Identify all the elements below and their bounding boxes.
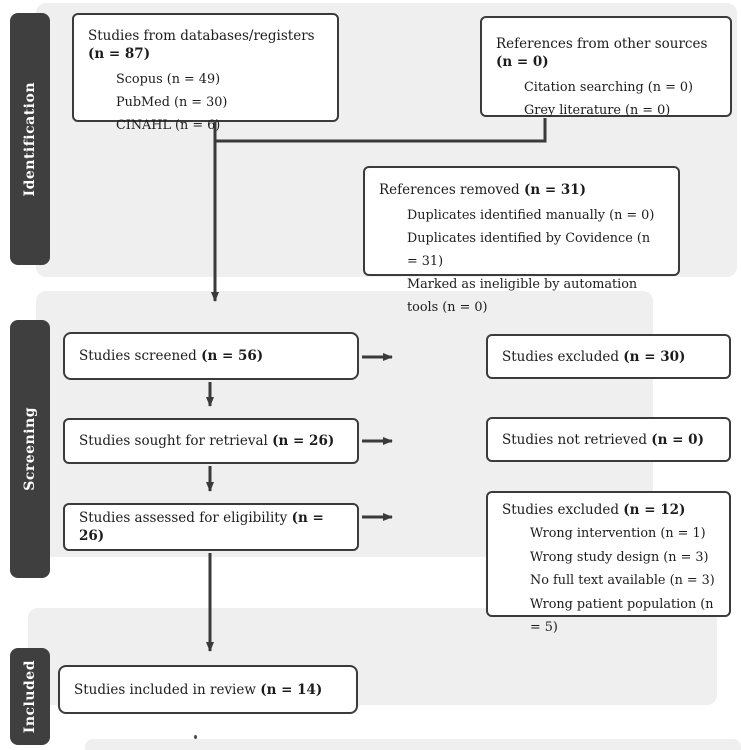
box-references-removed-title: References removed (n = 31) xyxy=(379,181,664,199)
sidebar-included-label: Included xyxy=(22,659,38,734)
box-assessed-count: (n = 26) xyxy=(79,510,324,544)
box-excluded-eligibility-title-text: Studies excluded xyxy=(502,502,619,518)
box-databases-item: Scopus (n = 49) xyxy=(116,72,221,87)
box-excluded-screening-title: Studies excluded (n = 30) xyxy=(502,348,685,366)
box-assessed-title-text: Studies assessed for eligibility xyxy=(79,510,288,526)
box-references-removed-item: Duplicates identified by Covidence (n = … xyxy=(407,231,651,269)
box-other-sources-title: References from other sources (n = 0) xyxy=(496,35,716,71)
box-excluded-eligibility: Studies excluded (n = 12) Wrong interven… xyxy=(486,491,731,635)
box-included-review-title: Studies included in review (n = 14) xyxy=(74,681,322,699)
box-references-removed-item: Marked as ineligible by automation tools… xyxy=(407,277,638,315)
box-excluded-screening-title-text: Studies excluded xyxy=(502,348,619,365)
box-databases: Studies from databases/registers (n = 87… xyxy=(72,13,339,133)
box-databases-item: PubMed (n = 30) xyxy=(116,95,228,110)
box-other-sources-title-text: References from other sources xyxy=(496,36,708,52)
box-not-retrieved-title-text: Studies not retrieved xyxy=(502,431,647,448)
box-included-review-title-text: Studies included in review xyxy=(74,681,256,698)
box-sought-count: (n = 26) xyxy=(272,433,335,449)
box-other-sources: References from other sources (n = 0) Ci… xyxy=(480,16,732,118)
box-excluded-eligibility-item: Wrong study design (n = 3) xyxy=(530,549,709,565)
box-other-sources-item: Citation searching (n = 0) xyxy=(524,80,694,95)
box-assessed: Studies assessed for eligibility (n = 26… xyxy=(63,503,359,551)
box-screened-title: Studies screened (n = 56) xyxy=(79,347,263,365)
box-databases-title-text: Studies from databases/registers xyxy=(88,28,315,44)
box-databases-item: CINAHL (n = 6) xyxy=(116,118,221,133)
box-excluded-eligibility-count: (n = 12) xyxy=(623,502,686,518)
box-databases-count: (n = 87) xyxy=(88,46,151,62)
sidebar-screening: Screening xyxy=(10,320,50,578)
box-screened-title-text: Studies screened xyxy=(79,348,197,364)
box-other-sources-item: Grey literature (n = 0) xyxy=(524,103,671,118)
sidebar-included: Included xyxy=(10,648,50,745)
box-excluded-screening: Studies excluded (n = 30) xyxy=(486,334,731,379)
sidebar-identification: Identification xyxy=(10,13,50,265)
box-excluded-eligibility-item: Wrong intervention (n = 1) xyxy=(530,526,706,541)
box-references-removed-count: (n = 31) xyxy=(523,182,587,198)
sidebar-screening-label: Screening xyxy=(22,407,38,491)
bottom-edge-panel xyxy=(85,739,741,750)
box-included-review-count: (n = 14) xyxy=(260,681,323,698)
box-assessed-title: Studies assessed for eligibility (n = 26… xyxy=(79,509,343,545)
box-databases-title: Studies from databases/registers (n = 87… xyxy=(88,27,323,63)
box-sought-title: Studies sought for retrieval (n = 26) xyxy=(79,432,334,450)
box-screened: Studies screened (n = 56) xyxy=(63,332,359,380)
sidebar-identification-label: Identification xyxy=(22,81,38,197)
box-references-removed-title-text: References removed xyxy=(379,182,520,198)
box-excluded-screening-count: (n = 30) xyxy=(623,348,686,365)
box-included-review: Studies included in review (n = 14) xyxy=(58,665,358,714)
box-screened-count: (n = 56) xyxy=(201,348,264,364)
box-sought-title-text: Studies sought for retrieval xyxy=(79,433,268,449)
box-excluded-eligibility-item: No full text available (n = 3) xyxy=(530,573,715,588)
stray-mark xyxy=(194,735,197,739)
box-not-retrieved-title: Studies not retrieved (n = 0) xyxy=(502,431,704,449)
box-not-retrieved: Studies not retrieved (n = 0) xyxy=(486,417,731,462)
box-excluded-eligibility-item: Wrong patient population (n = 5) xyxy=(530,596,714,636)
box-sought: Studies sought for retrieval (n = 26) xyxy=(63,418,359,464)
box-not-retrieved-count: (n = 0) xyxy=(651,431,704,448)
box-other-sources-count: (n = 0) xyxy=(496,54,549,70)
box-excluded-eligibility-title: Studies excluded (n = 12) xyxy=(502,501,715,519)
box-references-removed-item: Duplicates identified manually (n = 0) xyxy=(407,208,655,223)
box-references-removed: References removed (n = 31) Duplicates i… xyxy=(363,166,680,315)
